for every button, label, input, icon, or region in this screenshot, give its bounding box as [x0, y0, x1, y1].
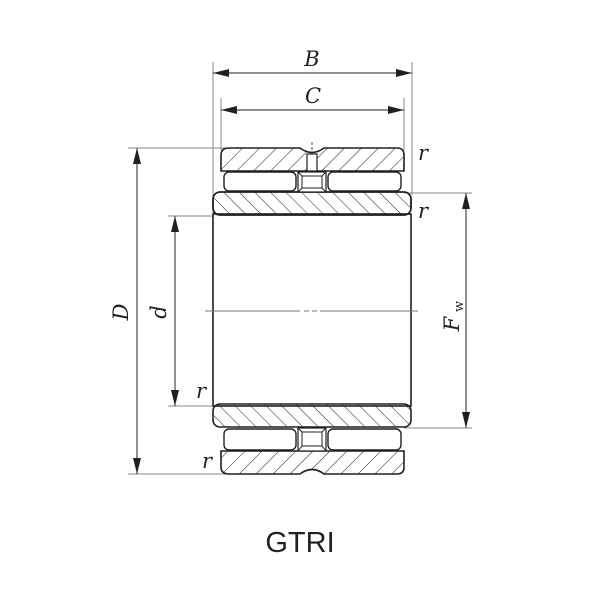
chamfer-label-outer-bottom: r: [202, 449, 214, 473]
chamfer-label-outer-top: r: [418, 141, 430, 165]
inner-ring-top-section: [212, 191, 412, 216]
label-Fw: F: [440, 315, 464, 332]
inner-ring-bore: [212, 213, 412, 407]
label-C: C: [305, 84, 321, 108]
dimension-D: D: [109, 148, 141, 474]
label-D: D: [109, 303, 133, 321]
roller-row-bottom: [223, 427, 402, 452]
chamfer-label-inner-top: r: [418, 199, 430, 223]
outer-ring-bottom-section: [220, 450, 405, 475]
dimension-Fw: F w: [440, 193, 470, 428]
dimension-d: d: [147, 216, 179, 406]
outer-ring-top-section: [220, 142, 405, 190]
dimension-C: C: [221, 84, 404, 114]
inner-ring-bottom-section: [212, 403, 412, 428]
dimension-B: B: [213, 47, 412, 77]
roller-row-top: [223, 171, 402, 193]
label-B: B: [303, 47, 319, 71]
model-caption: GTRI: [265, 527, 335, 559]
label-d: d: [147, 305, 171, 318]
label-Fw-subscript: w: [452, 301, 467, 312]
extension-lines: [128, 62, 472, 475]
chamfer-label-inner-bottom: r: [196, 379, 208, 403]
